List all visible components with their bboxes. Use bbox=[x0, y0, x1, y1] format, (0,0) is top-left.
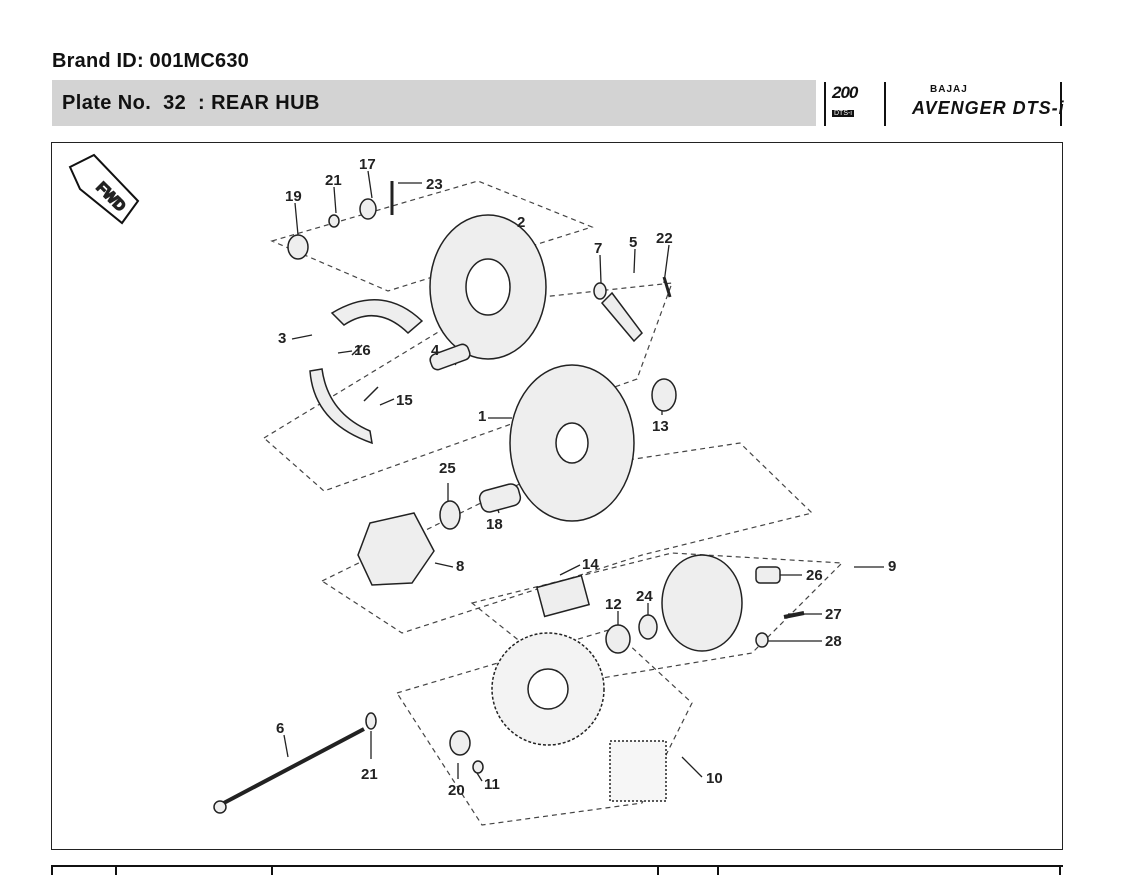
part-4-cam bbox=[429, 343, 471, 371]
brand-id: Brand ID: 001MC630 bbox=[52, 50, 249, 72]
callout-labels: 17 21 23 19 2 7 5 22 3 16 4 15 1 13 25 1… bbox=[276, 156, 896, 799]
callout-8: 8 bbox=[456, 558, 464, 575]
part-18-collar bbox=[478, 483, 522, 513]
logo-bajaj-model: BAJAJ AVENGER DTS-i bbox=[912, 84, 1065, 122]
part-2-center bbox=[465, 258, 511, 316]
logo-200-subtext: DTS-i bbox=[832, 110, 854, 117]
logo-divider bbox=[1060, 82, 1062, 126]
part-28-nut bbox=[755, 632, 769, 648]
part-8-damper bbox=[357, 512, 435, 586]
fwd-arrow-icon: FWD bbox=[68, 153, 140, 225]
callout-14: 14 bbox=[582, 556, 599, 573]
diagram-canvas: FWD 17 21 bbox=[68, 153, 896, 826]
part-13-bearing bbox=[651, 378, 677, 412]
part-3-brake-shoe-upper bbox=[330, 299, 424, 335]
callout-2: 2 bbox=[517, 214, 525, 231]
callout-7: 7 bbox=[594, 240, 602, 257]
callout-12: 12 bbox=[605, 596, 622, 613]
callout-24: 24 bbox=[636, 588, 653, 605]
part-15-16-springs bbox=[351, 344, 379, 402]
part-6-axle-head bbox=[213, 800, 227, 814]
part-21-washer bbox=[328, 214, 340, 228]
callout-21-bottom: 21 bbox=[361, 766, 378, 783]
callout-17: 17 bbox=[359, 156, 376, 173]
callout-27: 27 bbox=[825, 606, 842, 623]
plate-header-bar: Plate No. 32 : REAR HUB bbox=[52, 80, 816, 126]
brand-logos: 200 DTS-i BAJAJ AVENGER DTS-i bbox=[820, 80, 1064, 126]
table-column-divider bbox=[1059, 867, 1061, 875]
logo-divider bbox=[884, 82, 886, 126]
callout-3: 3 bbox=[278, 330, 286, 347]
part-22-bolt bbox=[662, 276, 672, 298]
callout-1: 1 bbox=[478, 408, 486, 425]
callout-22: 22 bbox=[656, 230, 673, 247]
part-19-nut bbox=[287, 234, 309, 260]
logo-divider bbox=[824, 82, 826, 126]
part-21-washer-b bbox=[365, 712, 377, 730]
callout-25: 25 bbox=[439, 460, 456, 477]
exploded-diagram: FWD 17 21 bbox=[51, 142, 1063, 850]
part-26-cover bbox=[755, 566, 781, 584]
callout-21-top: 21 bbox=[325, 172, 342, 189]
part-3-brake-shoe-lower bbox=[309, 368, 373, 445]
table-column-divider bbox=[717, 867, 719, 875]
part-20-nut bbox=[449, 730, 471, 756]
part-7-washer bbox=[593, 282, 607, 300]
table-column-divider bbox=[115, 867, 117, 875]
part-12-washer bbox=[605, 624, 631, 654]
plate-title: Plate No. 32 : REAR HUB bbox=[62, 91, 320, 114]
callout-10: 10 bbox=[706, 770, 723, 787]
logo-model-name: AVENGER DTS-i bbox=[912, 98, 1065, 118]
callout-5: 5 bbox=[629, 234, 637, 251]
part-shapes: FWD bbox=[68, 153, 805, 814]
part-10-chain bbox=[609, 740, 667, 802]
logo-bajaj-brand: BAJAJ bbox=[930, 84, 968, 95]
part-27-bolt bbox=[783, 611, 805, 619]
callout-28: 28 bbox=[825, 633, 842, 650]
part-sprocket-center bbox=[527, 668, 569, 710]
part-1-hub-center bbox=[555, 422, 589, 464]
callout-26: 26 bbox=[806, 567, 823, 584]
callout-16: 16 bbox=[354, 342, 371, 359]
part-24-bearing bbox=[638, 614, 658, 640]
callout-15: 15 bbox=[396, 392, 413, 409]
callout-18: 18 bbox=[486, 516, 503, 533]
part-5-lever bbox=[600, 291, 643, 343]
table-column-divider bbox=[657, 867, 659, 875]
callout-20: 20 bbox=[448, 782, 465, 799]
part-11-washer bbox=[472, 760, 484, 774]
logo-200-number: 200 bbox=[832, 83, 858, 102]
callout-6: 6 bbox=[276, 720, 284, 737]
part-9-sprocket-hub bbox=[661, 554, 743, 652]
callout-19: 19 bbox=[285, 188, 302, 205]
callout-13: 13 bbox=[652, 418, 669, 435]
part-25-bearing bbox=[439, 500, 461, 530]
part-14-label bbox=[535, 574, 591, 618]
part-17-nut bbox=[359, 198, 377, 220]
callout-9: 9 bbox=[888, 558, 896, 575]
callout-4: 4 bbox=[431, 342, 440, 359]
part-6-axle bbox=[219, 727, 365, 807]
callout-11: 11 bbox=[484, 776, 500, 793]
parts-table-header bbox=[51, 865, 1063, 875]
callout-23: 23 bbox=[426, 176, 443, 193]
logo-200-badge: 200 DTS-i bbox=[832, 84, 884, 122]
table-column-divider bbox=[271, 867, 273, 875]
table-column-divider bbox=[51, 867, 53, 875]
